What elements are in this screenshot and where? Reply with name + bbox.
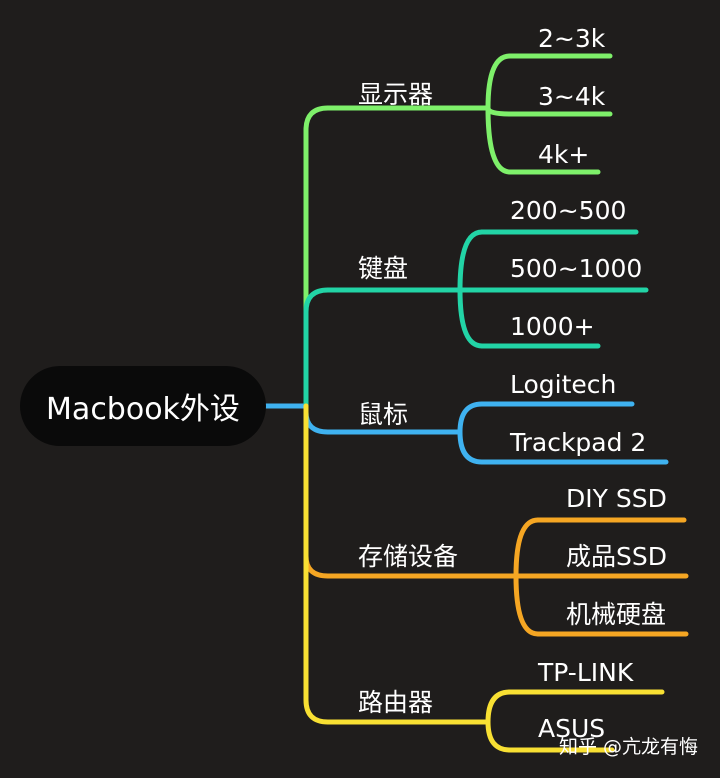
branch-label-mouse[interactable]: 鼠标	[358, 400, 409, 429]
keyboard-child-1000-plus[interactable]: 1000+	[510, 312, 595, 341]
trunk-segment-keyboard	[303, 287, 331, 409]
router-child-tp-link[interactable]: TP-LINK	[538, 658, 634, 687]
trunk-segment-mouse	[303, 403, 331, 435]
display-bracket	[485, 53, 513, 175]
root-label: Macbook外设	[46, 392, 240, 427]
display-child-2-3k[interactable]: 2~3k	[538, 24, 606, 53]
branch-label-storage[interactable]: 存储设备	[358, 542, 459, 571]
branch-label-keyboard[interactable]: 键盘	[358, 254, 409, 283]
display-child-4k-plus[interactable]: 4k+	[538, 140, 590, 169]
mouse-child-logitech[interactable]: Logitech	[510, 370, 617, 399]
mouse-bracket	[457, 401, 485, 465]
storage-bracket	[513, 517, 541, 637]
root-node[interactable]: Macbook外设	[20, 366, 266, 446]
keyboard-child-200-500[interactable]: 200~500	[510, 196, 627, 225]
keyboard-bracket	[457, 229, 485, 349]
trunk-segment-router	[303, 403, 331, 725]
router-child-asus[interactable]: ASUS	[538, 714, 606, 743]
storage-child-hdd[interactable]: 机械硬盘	[566, 600, 667, 629]
keyboard-child-500-1000[interactable]: 500~1000	[510, 254, 643, 283]
watermark-text: 知乎 @亢龙有悔	[558, 736, 698, 758]
branch-label-router[interactable]: 路由器	[358, 688, 434, 717]
display-child-3-4k[interactable]: 3~4k	[538, 82, 606, 111]
storage-child-diy-ssd[interactable]: DIY SSD	[566, 484, 667, 513]
trunk-segment-display	[303, 105, 331, 409]
mouse-child-trackpad[interactable]: Trackpad 2	[510, 428, 647, 457]
router-bracket	[485, 689, 513, 753]
storage-child-retail-ssd[interactable]: 成品SSD	[566, 542, 667, 571]
branch-label-display[interactable]: 显示器	[358, 80, 434, 109]
